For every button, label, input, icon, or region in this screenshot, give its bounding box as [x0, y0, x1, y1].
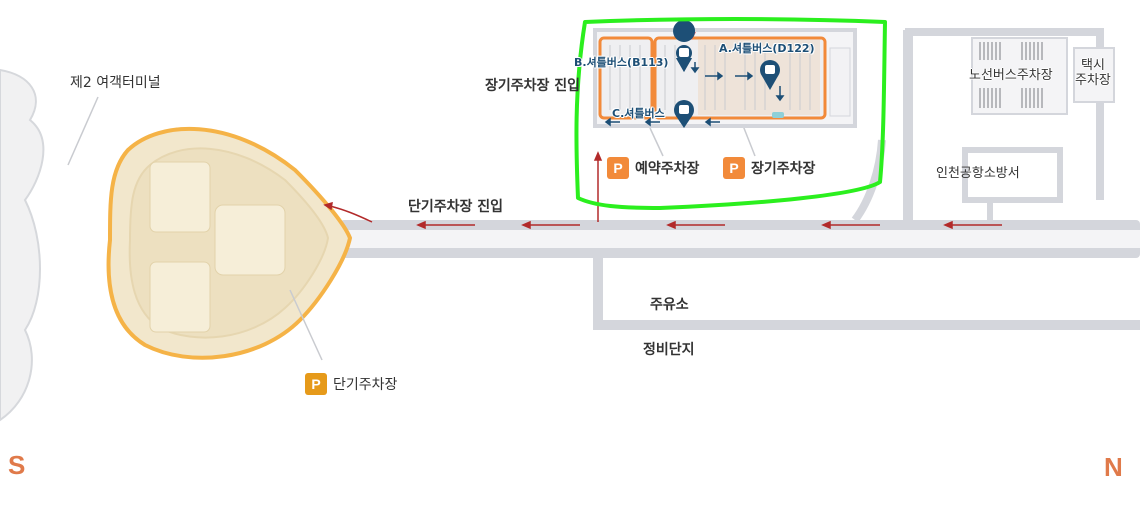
parking-badge-icon: P [607, 157, 629, 179]
highlight-annotation [574, 17, 887, 210]
longterm-parking-label: 장기주차장 [751, 161, 816, 177]
exit-marker [772, 112, 784, 118]
compass-north: N [1104, 452, 1123, 482]
maintenance-label: 정비단지 [643, 342, 695, 358]
gas-station-label: 주유소 [650, 297, 689, 313]
shortterm-leader [289, 289, 323, 361]
bus-parking-label: 노선버스주차장 [969, 68, 1053, 83]
fire-station-label: 인천공항소방서 [936, 166, 1020, 181]
terminal-leader [67, 96, 99, 166]
taxi-parking-lot [1073, 47, 1115, 103]
reserved-parking-label: 예약주차장 [635, 161, 700, 177]
terminal-building-left [0, 68, 45, 422]
longterm-parking-legend: P 장기주차장 [723, 157, 815, 179]
parking-flow-arrows [604, 62, 785, 127]
reserved-parking-legend: P 예약주차장 [607, 157, 699, 179]
terminal-2-label: 제2 여객터미널 [70, 75, 161, 91]
shortterm-entry-label: 단기주차장 진입 [408, 199, 504, 215]
main-road-inner [344, 230, 1140, 248]
east-block-road [962, 147, 1063, 203]
traffic-arrows [323, 151, 1002, 230]
shortterm-parking-label: 단기주차장 [333, 377, 398, 393]
terminal-2-center [214, 204, 286, 276]
service-road-south [593, 258, 1140, 330]
compass-south: S [8, 450, 26, 480]
reserved-leader [649, 127, 664, 157]
north-road-outer [905, 28, 1104, 200]
parking-badge-icon: P [723, 157, 745, 179]
terminal-2-grid-bottom [149, 261, 211, 333]
shortterm-parking-legend: P 단기주차장 [305, 373, 397, 395]
shuttle-b-label: B.셔틀버스(B113) [574, 56, 669, 69]
bus-parking-stalls [979, 42, 1043, 108]
longterm-stalls [609, 45, 811, 110]
parking-badge-icon: P [305, 373, 327, 395]
taxi-parking-label: 택시 주차장 [1075, 58, 1111, 88]
shuttle-c-label: C.셔틀버스 [612, 107, 665, 120]
reserved-parking-lot [598, 36, 654, 120]
shuttle-a-label: A.셔틀버스(D122) [719, 42, 815, 55]
curve-road [851, 139, 886, 223]
shuttle-pin-c-icon [674, 100, 694, 128]
shuttle-pin-b-icon [673, 20, 696, 73]
shuttle-pin-a-icon [760, 60, 780, 90]
adjacent-lot [829, 47, 851, 117]
longterm-entry-label: 장기주차장 진입 [485, 78, 581, 94]
terminal-2-grid-top [149, 161, 211, 233]
